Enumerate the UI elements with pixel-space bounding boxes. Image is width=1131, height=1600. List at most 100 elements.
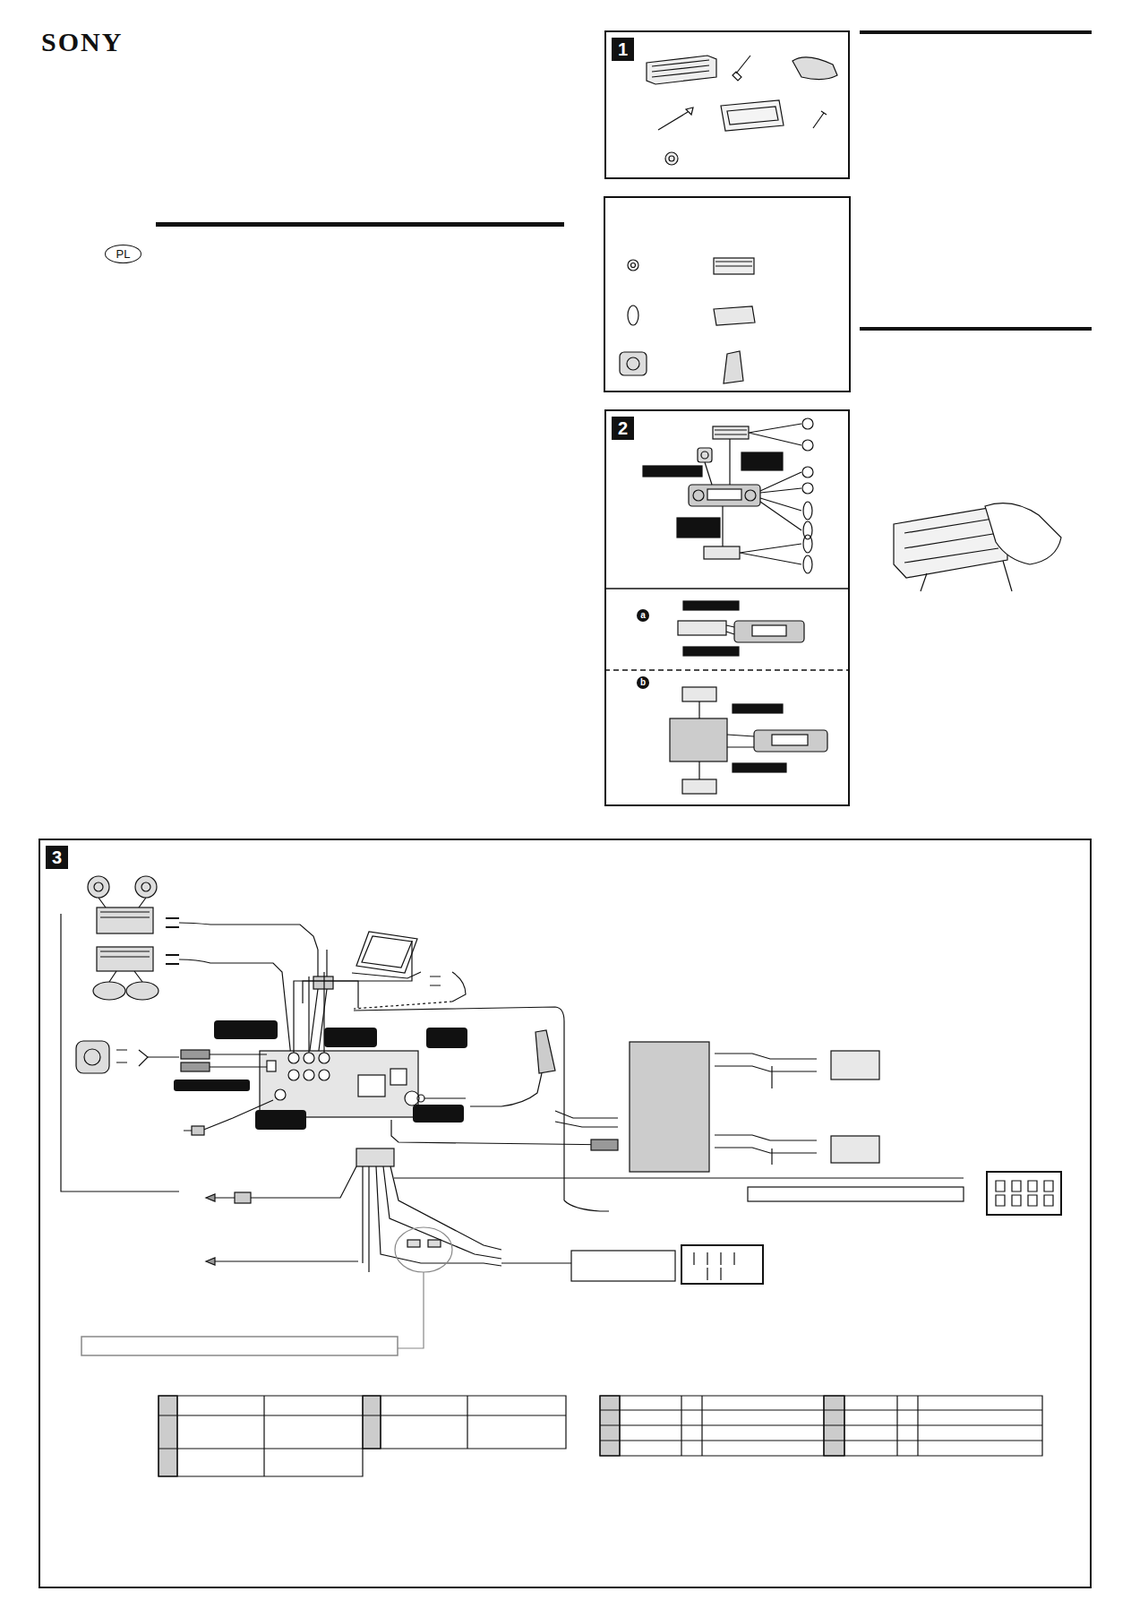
part-drawing	[792, 57, 838, 80]
connection-sketch	[727, 734, 754, 747]
wiring-illustration	[394, 1176, 964, 1178]
wiring-illustration	[288, 1069, 300, 1080]
wiring-illustration	[591, 1139, 618, 1150]
wiring-illustration	[274, 1088, 286, 1100]
wiring-illustration	[394, 1226, 453, 1272]
sleeve-figure	[893, 503, 1062, 592]
part-drawing	[665, 152, 678, 165]
wiring-illustration	[100, 951, 150, 957]
wiring-illustration	[293, 940, 412, 1053]
part-icon	[619, 351, 647, 376]
connection-sketch	[682, 686, 717, 702]
connection-sketch	[676, 517, 720, 538]
wiring-illustration	[98, 897, 146, 908]
wiring-illustration	[147, 1055, 180, 1057]
wiring-illustration	[417, 1094, 425, 1102]
wiring-illustration	[303, 1069, 315, 1080]
wiring-illustration	[96, 907, 154, 934]
wiring-illustration	[356, 931, 418, 973]
sub-figure-letter: a	[636, 608, 650, 622]
connection-sketch	[803, 555, 813, 574]
wiring-illustration	[361, 935, 412, 968]
rule	[859, 326, 1092, 331]
connection-sketch	[739, 543, 802, 565]
part-icon	[626, 357, 640, 370]
wiring-illustration	[986, 1171, 1062, 1215]
wiring-illustration	[407, 1239, 420, 1247]
wiring-illustration	[555, 1110, 618, 1127]
sleeve-figure	[920, 560, 1012, 592]
table-grid	[362, 1395, 381, 1449]
connection-sketch	[726, 625, 735, 635]
part-icon	[713, 257, 754, 275]
brand-title: SONY	[41, 26, 123, 58]
sleeve-figure	[904, 517, 999, 563]
wiring-illustration	[318, 1069, 330, 1080]
part-drawing	[720, 100, 784, 131]
wiring-illustration	[302, 980, 359, 1008]
sleeve-figure	[985, 503, 1062, 565]
table-grid	[599, 1395, 1043, 1456]
section-panel: 1	[604, 30, 850, 180]
wiring-illustration	[501, 1261, 572, 1263]
parts-frame	[604, 197, 850, 392]
wiring-illustration	[135, 875, 157, 898]
part-icon	[723, 351, 744, 384]
wiring-illustration	[234, 1191, 251, 1203]
table-grid	[158, 1395, 566, 1476]
part-icon	[715, 261, 753, 266]
divider	[604, 587, 850, 590]
wiring-illustration	[353, 1001, 453, 1009]
wiring-illustration	[96, 946, 154, 971]
table-grid	[599, 1395, 1043, 1456]
wiring-illustration	[428, 1239, 441, 1247]
wiring-illustration	[288, 1052, 300, 1063]
wiring-illustration	[397, 1271, 424, 1348]
wiring-illustration	[209, 1053, 267, 1067]
connection-sketch	[642, 465, 703, 477]
sub-figure-letter: b	[636, 676, 650, 689]
table-grid	[158, 1395, 381, 1476]
wiring-illustration	[470, 1072, 542, 1106]
wiring-illustration	[629, 1041, 710, 1172]
connection-sketch	[714, 429, 747, 435]
wiring-illustration	[390, 1068, 407, 1085]
section-number: 2	[611, 416, 635, 440]
parts-frame	[604, 197, 850, 392]
connection-sketch	[803, 501, 813, 520]
section-number: 1	[611, 37, 635, 61]
divider	[604, 588, 850, 670]
wiring-illustration	[81, 1336, 398, 1355]
wiring-illustration	[747, 1186, 964, 1201]
wiring-illustration	[87, 875, 110, 898]
wiring-illustration	[100, 911, 150, 917]
connection-sketch	[802, 482, 814, 494]
connection-sketch	[682, 779, 717, 794]
part-icon	[713, 306, 755, 326]
wiring-illustration	[94, 882, 103, 892]
wiring-illustration	[391, 1119, 618, 1145]
table-grid	[158, 1395, 566, 1476]
wiring-illustration	[995, 1180, 1054, 1206]
part-drawing	[651, 59, 710, 78]
wiring-illustration	[266, 1060, 276, 1072]
wiring-illustration	[424, 1096, 466, 1098]
wiring-illustration	[126, 981, 159, 1000]
table-grid	[158, 1395, 1043, 1476]
connection-sketch	[802, 418, 814, 429]
connection-sketch	[752, 625, 787, 636]
connection-sketch	[803, 534, 813, 553]
wiring-illustration	[358, 1074, 386, 1097]
wiring-illustration	[429, 971, 466, 1002]
connection-sketch	[707, 488, 742, 500]
wiring-illustration	[681, 1244, 763, 1284]
part-drawing	[727, 106, 779, 125]
wiring-illustration	[205, 1193, 215, 1265]
wiring-illustration	[173, 1079, 250, 1091]
connection-sketch	[745, 489, 756, 501]
section-number: 3	[45, 845, 69, 869]
connection-sketch	[642, 418, 828, 794]
wiring-illustration	[180, 1062, 210, 1072]
